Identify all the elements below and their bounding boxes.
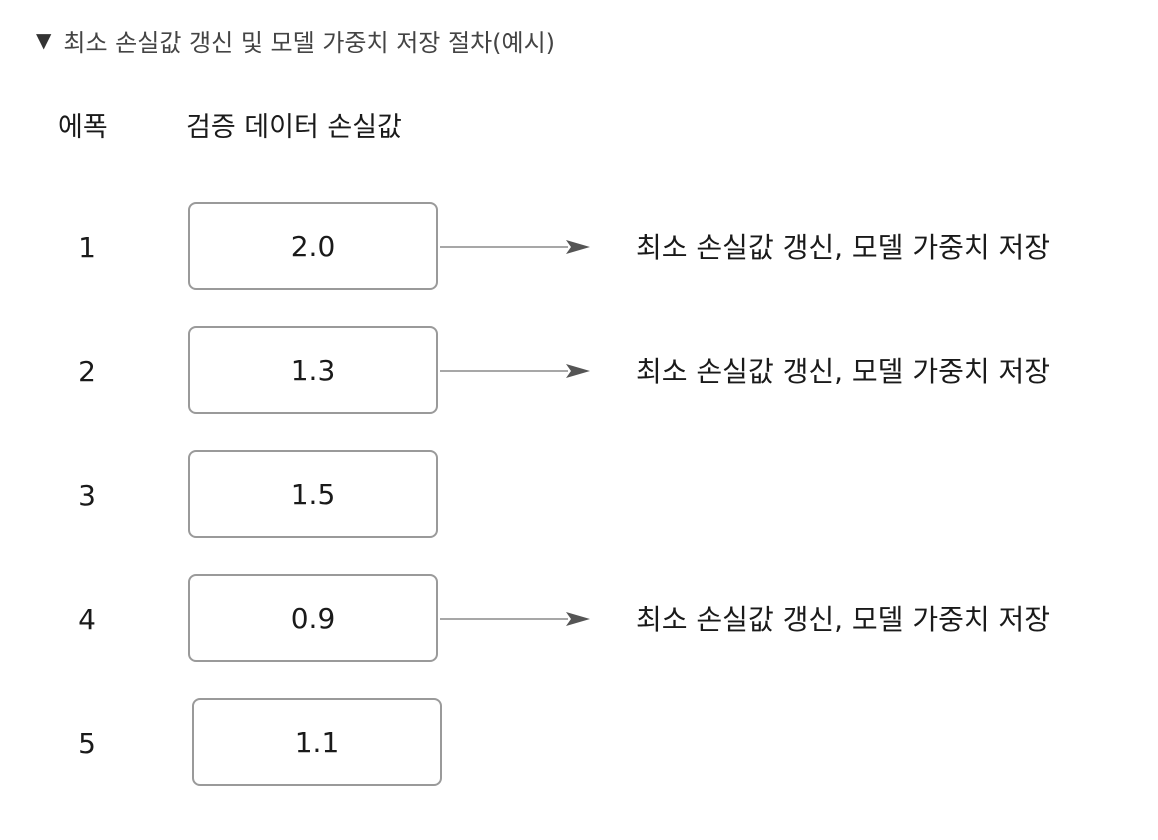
validation-loss-column-header: 검증 데이터 손실값 [186,112,402,143]
epoch-number: 5 [78,727,96,760]
epoch-column-header: 에폭 [58,112,108,143]
epoch-row: 5 1.1 [0,698,1158,790]
diagram-caption: ▼ 최소 손실값 갱신 및 모델 가중치 저장 절차(예시) [36,22,555,58]
right-arrow-icon [440,612,590,626]
collapse-triangle-icon: ▼ [36,28,52,52]
update-note: 최소 손실값 갱신, 모델 가중치 저장 [636,355,1051,388]
loss-value-box: 2.0 [188,202,438,290]
epoch-row: 2 1.3 최소 손실값 갱신, 모델 가중치 저장 [0,326,1158,418]
loss-value-box: 0.9 [188,574,438,662]
update-note: 최소 손실값 갱신, 모델 가중치 저장 [636,231,1051,264]
right-arrow-icon [440,240,590,254]
loss-value-box: 1.1 [192,698,442,786]
epoch-number: 2 [78,355,96,388]
epoch-number: 1 [78,231,96,264]
caption-text: 최소 손실값 갱신 및 모델 가중치 저장 절차(예시) [63,28,556,57]
epoch-row: 4 0.9 최소 손실값 갱신, 모델 가중치 저장 [0,574,1158,666]
loss-value-box: 1.3 [188,326,438,414]
epoch-number: 3 [78,479,96,512]
epoch-number: 4 [78,603,96,636]
loss-value-box: 1.5 [188,450,438,538]
epoch-row: 3 1.5 [0,450,1158,542]
update-note: 최소 손실값 갱신, 모델 가중치 저장 [636,603,1051,636]
right-arrow-icon [440,364,590,378]
epoch-row: 1 2.0 최소 손실값 갱신, 모델 가중치 저장 [0,202,1158,294]
